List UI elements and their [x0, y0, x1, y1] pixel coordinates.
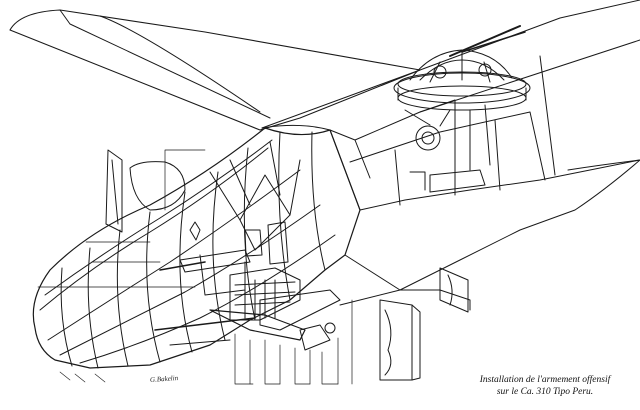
armament-installation [154, 221, 341, 351]
callout-leader-lines [37, 149, 353, 385]
nose-glazing-frame [32, 127, 361, 369]
figure-caption: Installation de l'armement offensif sur … [456, 374, 634, 398]
wing [9, 9, 421, 131]
fuselage [261, 0, 640, 381]
tail-fin [105, 149, 186, 233]
dorsal-turret [393, 25, 531, 171]
caption-line-1: Installation de l'armement offensif [479, 375, 611, 385]
nose-hatching [59, 371, 106, 383]
caption-line-2: sur le Ca. 310 Tipo Peru. [496, 387, 594, 397]
